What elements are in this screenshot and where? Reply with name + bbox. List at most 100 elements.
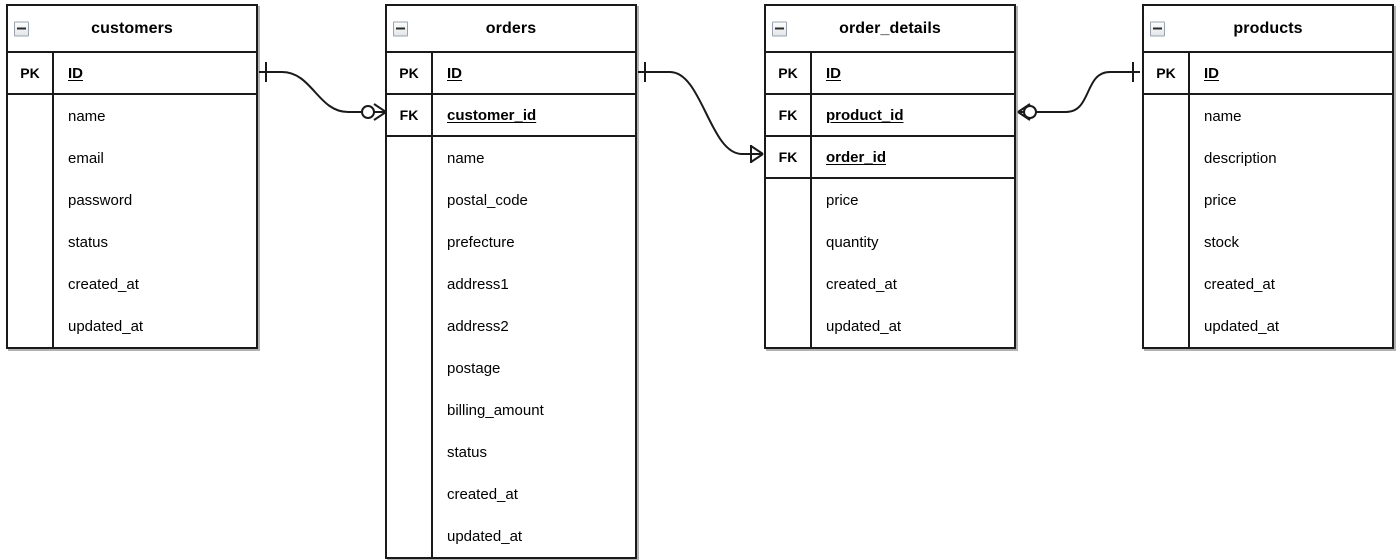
- field-name: created_at: [826, 275, 897, 293]
- field-row[interactable]: email: [8, 137, 256, 179]
- field-row[interactable]: postal_code: [387, 179, 635, 221]
- field-row[interactable]: name: [8, 95, 256, 137]
- relationship-orders-order-details[interactable]: [638, 62, 764, 163]
- collapse-minus-icon[interactable]: [14, 21, 29, 36]
- field-key-label: [387, 305, 433, 347]
- field-key-label: [8, 263, 54, 305]
- field-row[interactable]: price: [1144, 179, 1392, 221]
- field-key-label: [8, 305, 54, 347]
- field-row[interactable]: created_at: [766, 263, 1014, 305]
- relationship-line: [638, 71, 762, 155]
- field-name: quantity: [826, 233, 879, 251]
- field-name: created_at: [447, 485, 518, 503]
- field-row[interactable]: stock: [1144, 221, 1392, 263]
- field-row[interactable]: billing_amount: [387, 389, 635, 431]
- field-name: created_at: [1204, 275, 1275, 293]
- field-name: created_at: [68, 275, 139, 293]
- field-name: ID: [447, 64, 462, 82]
- field-name: name: [447, 149, 485, 167]
- field-row[interactable]: address1: [387, 263, 635, 305]
- field-row[interactable]: prefecture: [387, 221, 635, 263]
- field-key-label: [387, 389, 433, 431]
- field-name: ID: [68, 64, 83, 82]
- field-row[interactable]: created_at: [387, 473, 635, 515]
- field-name: customer_id: [447, 106, 537, 124]
- entity-title: orders: [485, 19, 537, 37]
- field-row[interactable]: price: [766, 179, 1014, 221]
- field-row[interactable]: created_at: [1144, 263, 1392, 305]
- field-row[interactable]: status: [8, 221, 256, 263]
- field-row[interactable]: updated_at: [387, 515, 635, 557]
- field-name: address2: [447, 317, 509, 335]
- cardinality-crowsfoot: [750, 145, 764, 163]
- field-row[interactable]: quantity: [766, 221, 1014, 263]
- field-name: name: [1204, 107, 1242, 125]
- field-name: postal_code: [447, 191, 528, 209]
- collapse-minus-icon[interactable]: [393, 21, 408, 36]
- collapse-minus-icon[interactable]: [1150, 21, 1165, 36]
- field-key-label: [1144, 137, 1190, 179]
- field-row[interactable]: password: [8, 179, 256, 221]
- field-key-label: [387, 473, 433, 515]
- field-key-label: [8, 179, 54, 221]
- relationship-customers-orders[interactable]: [259, 62, 387, 121]
- field-key-label: [766, 305, 812, 347]
- field-key-label: [387, 347, 433, 389]
- field-row[interactable]: name: [1144, 95, 1392, 137]
- field-key-label: [1144, 221, 1190, 263]
- field-key-label: [387, 431, 433, 473]
- entity-header-products: products: [1144, 6, 1392, 53]
- field-name: order_id: [826, 148, 887, 166]
- field-row[interactable]: created_at: [8, 263, 256, 305]
- field-row[interactable]: description: [1144, 137, 1392, 179]
- field-key-label: [1144, 95, 1190, 137]
- field-key-label: [8, 137, 54, 179]
- field-name: status: [68, 233, 109, 251]
- cardinality-zero-circle: [361, 105, 375, 119]
- field-key-label: [1144, 305, 1190, 347]
- field-key-label: [766, 263, 812, 305]
- field-key-label: [8, 221, 54, 263]
- cardinality-zero-circle: [1023, 105, 1037, 119]
- field-key-label: [8, 95, 54, 137]
- field-key-label: [1144, 263, 1190, 305]
- field-row[interactable]: updated_at: [1144, 305, 1392, 347]
- field-name: email: [68, 149, 104, 167]
- entity-title: customers: [91, 19, 173, 37]
- field-name: ID: [1204, 64, 1219, 82]
- field-row[interactable]: updated_at: [766, 305, 1014, 347]
- field-name: description: [1204, 149, 1277, 167]
- field-row[interactable]: updated_at: [8, 305, 256, 347]
- field-row[interactable]: address2: [387, 305, 635, 347]
- field-name: address1: [447, 275, 509, 293]
- collapse-minus-icon[interactable]: [772, 21, 787, 36]
- field-row[interactable]: postage: [387, 347, 635, 389]
- field-key-label: [766, 221, 812, 263]
- field-key-label: [1144, 179, 1190, 221]
- field-name: postage: [447, 359, 501, 377]
- entity-header-customers: customers: [8, 6, 256, 53]
- minus-glyph: [396, 27, 405, 30]
- field-key-label: PK: [766, 53, 812, 93]
- entity-title: order_details: [839, 19, 941, 37]
- relationship-order-details-products[interactable]: [1017, 62, 1140, 121]
- field-row[interactable]: status: [387, 431, 635, 473]
- field-key-label: [387, 179, 433, 221]
- field-row[interactable]: name: [387, 137, 635, 179]
